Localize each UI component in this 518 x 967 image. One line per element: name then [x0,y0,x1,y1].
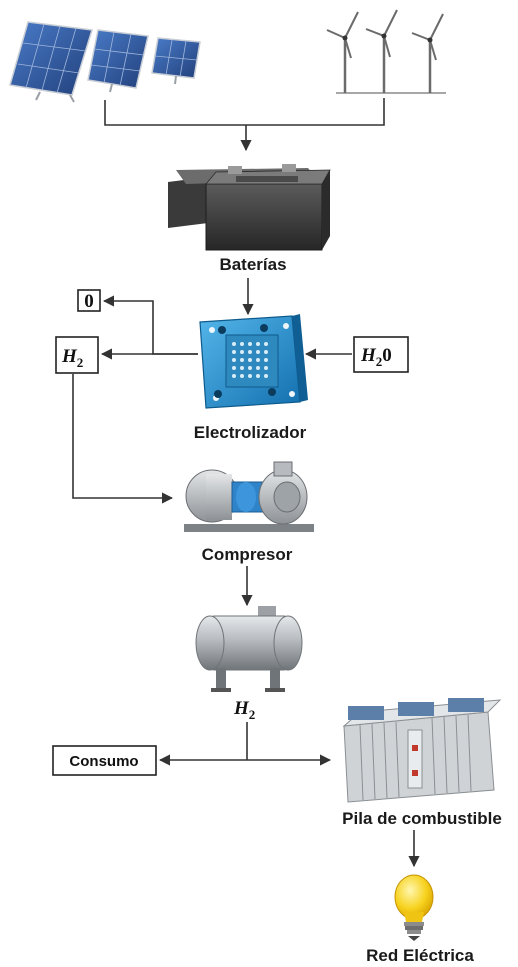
grid-label: Red Eléctrica [366,946,474,965]
consumo-box: Consumo [52,745,157,776]
consumo-label: Consumo [69,753,138,770]
hydrogen-output-symbol: H [61,346,78,367]
hydrogen-tank-icon [195,606,303,692]
wind-turbines-icon [326,9,446,94]
electrolyzer-label: Electrolizador [194,423,307,442]
battery-icon [168,164,331,251]
water-input-label: H20 [360,345,392,369]
arrow-to-oxygen [102,295,198,355]
oxygen-label: 0 [84,291,94,312]
hydrogen-output-subscript: 2 [77,355,84,370]
batteries-label: Baterías [219,255,286,274]
hydrogen-output-label: H2 [61,346,83,370]
arrow-hydrogen-to-compressor [72,374,174,504]
water-symbol: H [360,345,377,366]
fuel-cell-icon [342,698,502,803]
tank-hydrogen-label: H2 [233,698,255,722]
light-bulb-icon [394,874,434,941]
water-input-box: H20 [353,336,409,373]
compressor-icon [184,461,314,532]
fuel-cell-label: Pila de combustible [342,809,502,828]
water-subscript: 2 [376,354,383,369]
solar-panels-icon [9,21,201,103]
compressor-label: Compresor [202,545,293,564]
tank-hydrogen-subscript: 2 [249,707,256,722]
tank-hydrogen-symbol: H [233,698,250,719]
electrolyzer-icon [199,314,308,409]
hydrogen-output-box: H2 [55,336,99,374]
water-oxygen-symbol: 0 [382,345,392,366]
sources-connector [104,98,385,126]
oxygen-output-box: 0 [77,289,101,312]
